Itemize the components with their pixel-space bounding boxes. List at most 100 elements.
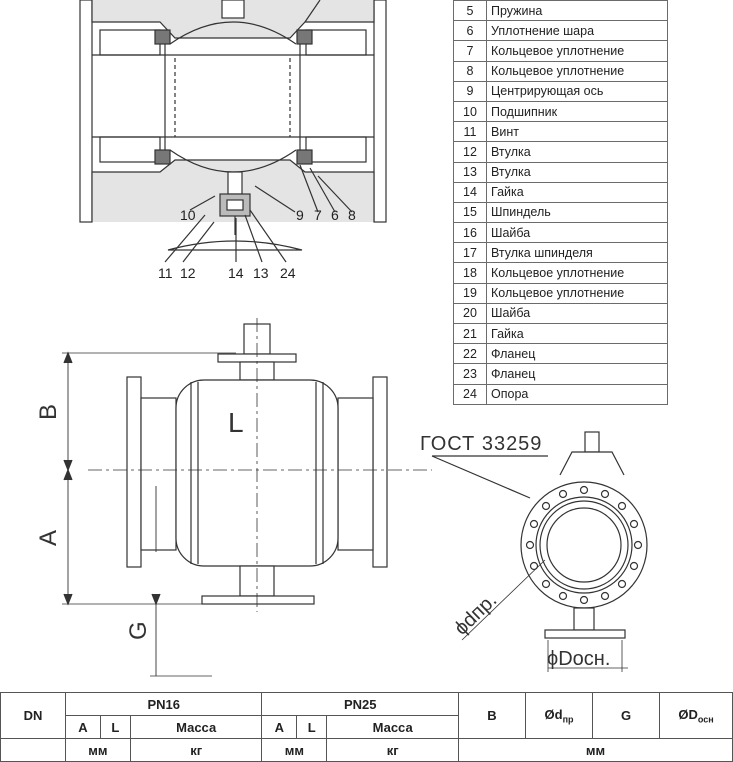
- callout-12: 12: [180, 265, 196, 281]
- part-name: Кольцевое уплотнение: [486, 40, 668, 62]
- units-pn16-mm: мм: [65, 738, 131, 762]
- part-name: Кольцевое уплотнение: [486, 262, 668, 284]
- front-view: [62, 318, 548, 677]
- header-pn16-a: A: [65, 715, 101, 739]
- header-pn25-a: A: [261, 715, 298, 739]
- callout-14: 14: [228, 265, 244, 281]
- part-number: 10: [453, 100, 487, 123]
- sectional-view: [79, 0, 387, 263]
- d-pr-label: ϕdпр.: [450, 589, 501, 639]
- units-pn25-kg: кг: [326, 738, 459, 762]
- dim-b-label: B: [35, 404, 62, 420]
- part-number: 24: [453, 383, 487, 405]
- callout-24: 24: [280, 265, 296, 281]
- part-number: 5: [453, 0, 487, 22]
- part-name: Винт: [486, 121, 668, 143]
- part-number: 21: [453, 322, 487, 345]
- callout-11: 11: [158, 265, 173, 281]
- part-number: 9: [453, 80, 487, 102]
- part-name: Подшипник: [486, 100, 668, 123]
- part-name: Кольцевое уплотнение: [486, 60, 668, 82]
- part-number: 11: [453, 121, 487, 143]
- part-name: Втулка: [486, 141, 668, 163]
- d-osn-label: ϕDосн.: [547, 648, 610, 670]
- header-d-osn: ØDосн: [659, 692, 733, 739]
- part-name: Шайба: [486, 222, 668, 244]
- header-g: G: [592, 692, 660, 739]
- header-pn16-mass: Масса: [129, 715, 263, 739]
- part-number: 12: [453, 141, 487, 163]
- part-name: Пружина: [486, 0, 668, 22]
- header-pn25-mass: Масса: [326, 715, 459, 739]
- part-name: Втулка: [486, 161, 668, 183]
- flange-view: [461, 431, 648, 672]
- header-pn16-l: L: [99, 715, 131, 739]
- part-name: Втулка шпинделя: [486, 242, 668, 264]
- header-pn25: PN25: [261, 692, 459, 716]
- header-d-pr: Ødпр: [525, 692, 593, 739]
- dim-l-label: L: [228, 407, 244, 438]
- units-dims-mm: мм: [458, 738, 733, 762]
- part-name: Гайка: [486, 181, 668, 203]
- part-number: 20: [453, 302, 487, 325]
- part-number: 13: [453, 161, 487, 183]
- part-name: Опора: [486, 383, 668, 405]
- units-dn: [0, 738, 66, 762]
- header-pn25-l: L: [296, 715, 328, 739]
- part-number: 16: [453, 222, 487, 244]
- part-name: Центрирующая ось: [486, 80, 668, 102]
- part-number: 17: [453, 242, 487, 264]
- callout-8: 8: [348, 207, 356, 223]
- part-name: Фланец: [486, 363, 668, 385]
- part-number: 22: [453, 343, 487, 365]
- part-name: Уплотнение шара: [486, 20, 668, 42]
- part-number: 15: [453, 201, 487, 224]
- part-name: Кольцевое уплотнение: [486, 282, 668, 304]
- part-number: 6: [453, 20, 487, 42]
- callout-10: 10: [180, 207, 196, 223]
- units-pn25-mm: мм: [261, 738, 328, 762]
- part-number: 8: [453, 60, 487, 82]
- part-number: 19: [453, 282, 487, 304]
- part-name: Фланец: [486, 343, 668, 365]
- part-number: 23: [453, 363, 487, 385]
- callout-7: 7: [314, 207, 322, 223]
- callout-13: 13: [253, 265, 269, 281]
- header-dn: DN: [0, 692, 66, 739]
- units-pn16-kg: кг: [129, 738, 263, 762]
- part-number: 14: [453, 181, 487, 203]
- dim-g-label: G: [125, 621, 152, 640]
- header-pn16: PN16: [64, 692, 263, 716]
- part-number: 7: [453, 40, 487, 62]
- spec-table: DN PN16 PN25 B Ødпр G ØDосн A L Масса A …: [0, 692, 733, 762]
- gost-label: ГОСТ 33259: [420, 433, 542, 455]
- part-name: Шпиндель: [486, 201, 668, 224]
- callout-9: 9: [296, 207, 304, 223]
- callout-6: 6: [331, 207, 339, 223]
- part-name: Гайка: [486, 322, 668, 345]
- part-number: 18: [453, 262, 487, 284]
- part-name: Шайба: [486, 302, 668, 325]
